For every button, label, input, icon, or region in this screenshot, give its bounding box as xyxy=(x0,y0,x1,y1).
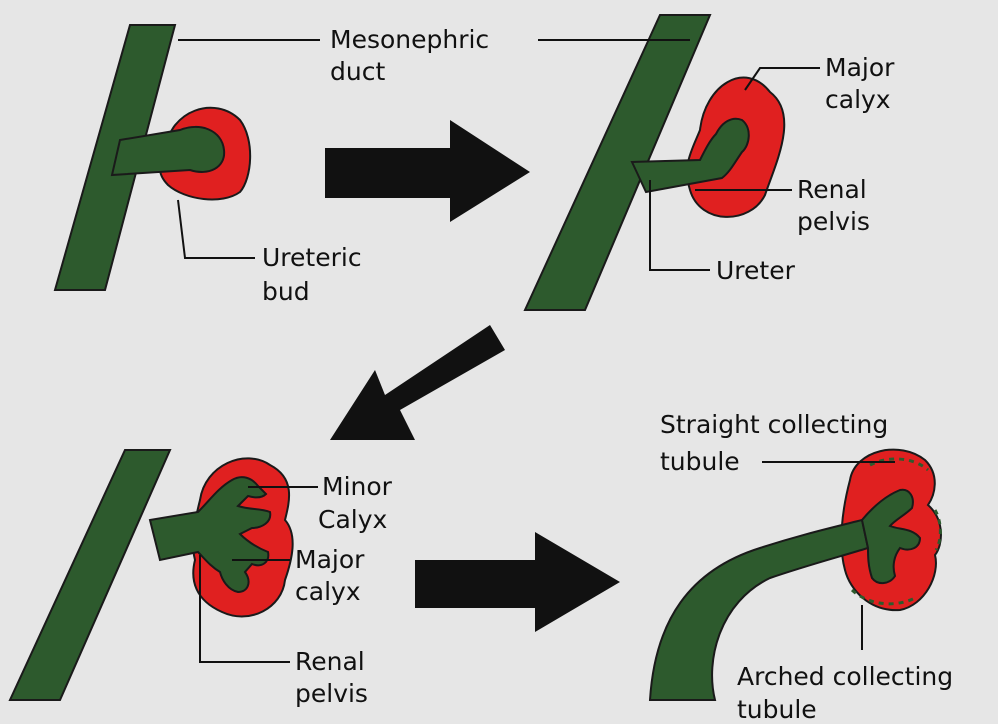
arrow-right-top xyxy=(325,120,530,222)
label-ureteric-line1: Ureteric xyxy=(262,243,362,272)
leader-ureteric-bud xyxy=(178,200,255,258)
label-major-calyx-s3-line1: Major xyxy=(295,545,365,574)
label-renal-pelvis-s2-line1: Renal xyxy=(797,175,867,204)
label-renal-pelvis-s3-line1: Renal xyxy=(295,647,365,676)
label-major-calyx-s3-line2: calyx xyxy=(295,577,361,606)
label-major-calyx-s2-line1: Major xyxy=(825,53,895,82)
stage-1-ureteric-bud xyxy=(55,25,250,290)
label-ureter: Ureter xyxy=(716,256,796,285)
label-arched-line2: tubule xyxy=(737,695,817,724)
label-mesonephric-line2: duct xyxy=(330,57,385,86)
label-ureteric-line2: bud xyxy=(262,277,310,306)
label-arched-line1: Arched collecting xyxy=(737,662,953,691)
label-major-calyx-s2-line2: calyx xyxy=(825,85,891,114)
arrow-down-left xyxy=(330,325,505,440)
label-minor-calyx-line2: Calyx xyxy=(318,505,387,534)
label-straight-line1: Straight collecting xyxy=(660,410,888,439)
arrow-right-bottom xyxy=(415,532,620,632)
label-renal-pelvis-s2-line2: pelvis xyxy=(797,207,870,236)
label-mesonephric-line1: Mesonephric xyxy=(330,25,489,54)
label-minor-calyx-line1: Minor xyxy=(322,472,393,501)
label-renal-pelvis-s3-line2: pelvis xyxy=(295,679,368,708)
label-straight-line2: tubule xyxy=(660,447,740,476)
mesonephric-duct-stage3 xyxy=(10,450,170,700)
